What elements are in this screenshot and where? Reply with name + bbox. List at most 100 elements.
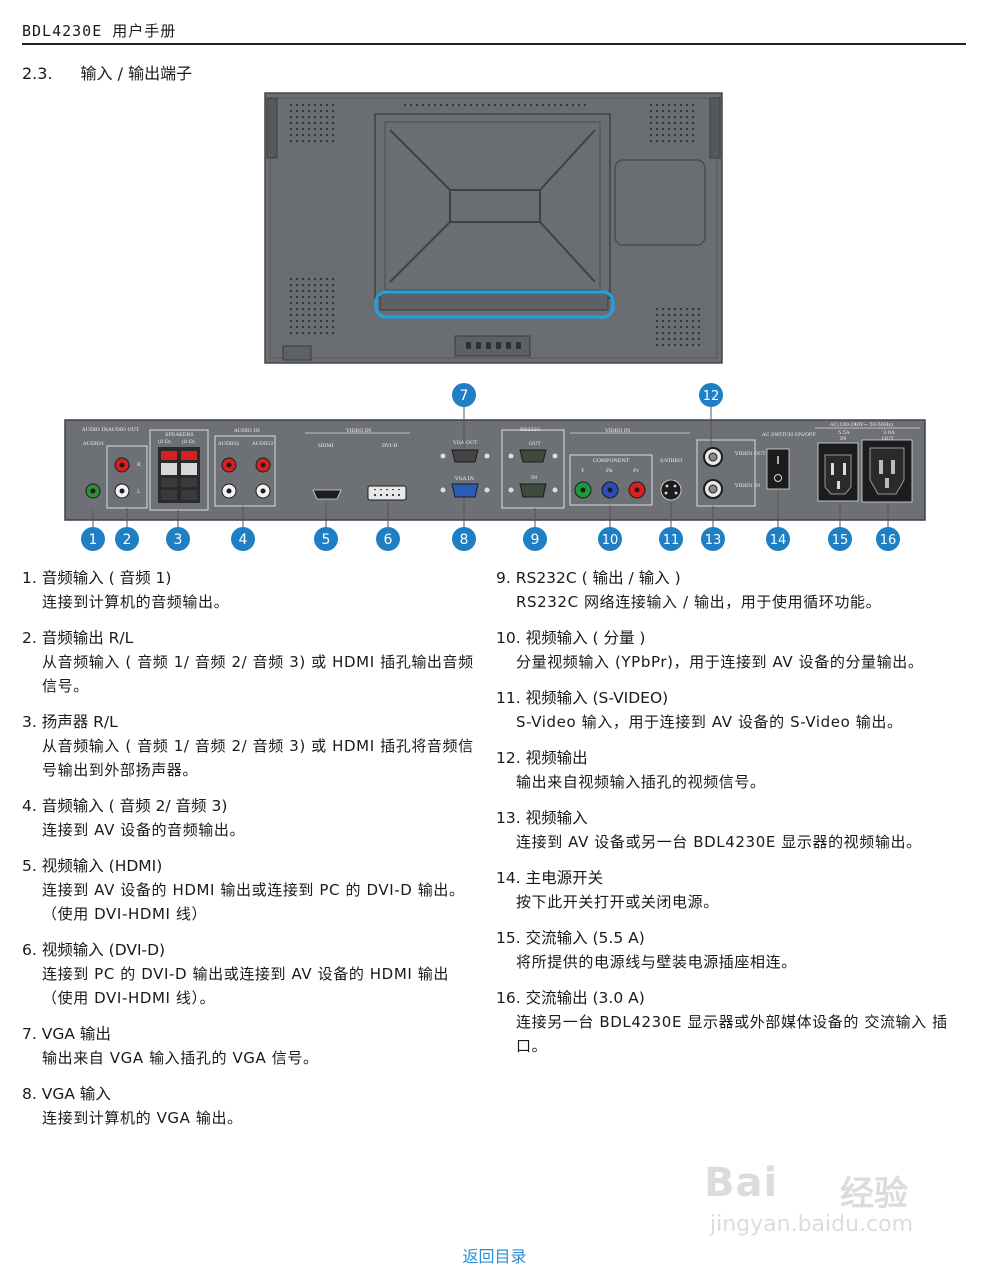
item-title: 7. VGA 输出: [22, 1025, 111, 1043]
list-item: 11. 视频输入 (S-VIDEO) S-Video 输入，用于连接到 AV 设备…: [496, 686, 966, 734]
callout-15-label: 15: [832, 533, 849, 548]
item-title: 15. 交流输入 (5.5 A): [496, 929, 645, 947]
callout-13-label: 13: [705, 533, 722, 548]
label-vga-in: VGA IN: [454, 476, 475, 482]
terminal-list-right: 9. RS232C ( 输出 / 输入 )RS232C 网络连接输入 / 输出，…: [496, 566, 966, 1070]
label-l: L: [137, 489, 141, 495]
jack-audio1: [85, 483, 101, 499]
ac-out-socket: [861, 439, 913, 503]
item-description: 连接到 AV 设备或另一台 BDL4230E 显示器的视频输出。: [516, 833, 922, 851]
callout-16: 16: [876, 527, 900, 551]
item-description: 分量视频输入 (YPbPr)，用于连接到 AV 设备的分量输出。: [516, 653, 924, 671]
callout-8: 8: [452, 527, 476, 551]
item-description: 按下此开关打开或关闭电源。: [516, 893, 719, 911]
watermark-brand-cn: 经验: [840, 1174, 908, 1214]
callout-8-label: 8: [460, 532, 469, 548]
item-title: 4. 音频输入 ( 音频 2/ 音频 3): [22, 797, 228, 815]
callout-12-label: 12: [703, 389, 720, 404]
label-audio3: AUDIO3: [251, 441, 273, 447]
jack-audio2-3: [221, 457, 271, 499]
list-item: 5. 视频输入 (HDMI) 连接到 AV 设备的 HDMI 输出或连接到 PC …: [22, 854, 482, 926]
label-ac-out: OUT: [882, 436, 894, 442]
label-ac-switch: AC SWITCH ON/OFF: [761, 432, 816, 438]
item-description: S-Video 输入，用于连接到 AV 设备的 S-Video 输出。: [516, 713, 903, 731]
callout-9-label: 9: [531, 532, 540, 548]
callout-12: 12: [699, 383, 723, 407]
list-item: 14. 主电源开关按下此开关打开或关闭电源。: [496, 866, 966, 914]
label-amp-in: 5.5A: [838, 430, 850, 436]
callout-5: 5: [314, 527, 338, 551]
label-video-in-3: VIDEO IN: [734, 483, 761, 489]
io-terminals-figure: AUDIO IN AUDIO OUT AUDIO1 SPEAKERS (8 Ω)…: [64, 92, 926, 551]
list-item: 16. 交流输出 (3.0 A)连接另一台 BDL4230E 显示器或外部媒体设…: [496, 986, 966, 1058]
callout-1: 1: [81, 527, 105, 551]
list-item: 9. RS232C ( 输出 / 输入 )RS232C 网络连接输入 / 输出，…: [496, 566, 966, 614]
callout-13: 13: [701, 527, 725, 551]
baidu-jingyan-watermark: Bai 经验 jingyan.baidu.com: [690, 1160, 950, 1240]
label-ohm-l: (8 Ω): [158, 438, 171, 445]
section-number: 2.3.: [22, 64, 53, 83]
section-heading: 2.3. 输入 / 输出端子: [22, 60, 192, 84]
header-rule: [22, 43, 966, 45]
label-hdmi: HDMI: [318, 443, 333, 449]
callout-4: 4: [231, 527, 255, 551]
list-item: 8. VGA 输入连接到计算机的 VGA 输出。: [22, 1082, 482, 1130]
label-audio-out: AUDIO OUT: [107, 427, 140, 433]
item-description: 将所提供的电源线与壁装电源插座相连。: [516, 953, 797, 971]
callout-9: 9: [523, 527, 547, 551]
item-title: 1. 音频输入 ( 音频 1): [22, 569, 172, 587]
speaker-terminals: [158, 447, 200, 503]
item-title: 11. 视频输入 (S-VIDEO): [496, 689, 669, 707]
label-video-in: VIDEO IN: [345, 428, 372, 434]
watermark-url: jingyan.baidu.com: [710, 1212, 914, 1237]
label-audio-in-2: AUDIO IN: [233, 428, 260, 434]
item-title: 14. 主电源开关: [496, 869, 604, 887]
label-ac-in: IN: [840, 436, 847, 442]
label-dvid: DVI-D: [382, 443, 397, 449]
port-hdmi: [312, 489, 342, 500]
list-item: 15. 交流输入 (5.5 A) 将所提供的电源线与壁装电源插座相连。: [496, 926, 966, 974]
item-title: 12. 视频输出: [496, 749, 588, 767]
jack-component: [574, 481, 646, 499]
connector-panel: AUDIO IN AUDIO OUT AUDIO1 SPEAKERS (8 Ω)…: [64, 419, 926, 521]
watermark-brand: Bai: [704, 1160, 779, 1206]
list-item: 4. 音频输入 ( 音频 2/ 音频 3)连接到 AV 设备的音频输出。: [22, 794, 482, 842]
item-title: 8. VGA 输入: [22, 1085, 111, 1103]
item-description: 连接到 AV 设备的 HDMI 输出或连接到 PC 的 DVI-D 输出。 （使…: [42, 881, 465, 923]
item-title: 5. 视频输入 (HDMI): [22, 857, 163, 875]
callout-15: 15: [828, 527, 852, 551]
section-title: 输入 / 输出端子: [80, 64, 193, 83]
callout-7-label: 7: [460, 388, 469, 404]
label-rs232c: RS232C: [520, 427, 541, 433]
list-item: 1. 音频输入 ( 音频 1) 连接到计算机的音频输出。: [22, 566, 482, 614]
item-title: 6. 视频输入 (DVI-D): [22, 941, 166, 959]
label-r: R: [137, 462, 141, 468]
jack-video-out-in: [703, 447, 723, 499]
back-to-contents-link[interactable]: 返回目录: [462, 1247, 527, 1266]
callout-markers: 1 2 3 4 5 6 7 8 9 10 11 12 13 14 15 16: [81, 383, 900, 551]
item-title: 10. 视频输入 ( 分量 ): [496, 629, 646, 647]
item-title: 3. 扬声器 R/L: [22, 713, 118, 731]
callout-2: 2: [115, 527, 139, 551]
callout-11: 11: [659, 527, 683, 551]
callout-3-label: 3: [174, 532, 183, 548]
item-description: 连接到计算机的音频输出。: [42, 593, 230, 611]
item-description: 连接到计算机的 VGA 输出。: [42, 1109, 243, 1127]
label-audio1: AUDIO1: [82, 441, 104, 447]
list-item: 7. VGA 输出输出来自 VGA 输入插孔的 VGA 信号。: [22, 1022, 482, 1070]
item-description: RS232C 网络连接输入 / 输出，用于使用循环功能。: [516, 593, 882, 611]
label-ac-rating: AC(100-240V~ 50-50Hz): [829, 421, 893, 428]
label-video-in-2: VIDEO IN: [604, 428, 631, 434]
callout-6: 6: [376, 527, 400, 551]
document-header: BDL4230E 用户手册: [22, 22, 177, 40]
callout-2-label: 2: [123, 532, 132, 548]
label-vga-out: VGA OUT: [452, 440, 478, 446]
callout-7: 7: [452, 383, 476, 407]
label-audio2: AUDIO2: [217, 441, 239, 447]
label-video-out: VIDEO OUT: [734, 451, 766, 457]
port-svideo: [660, 479, 682, 501]
item-title: 13. 视频输入: [496, 809, 588, 827]
power-switch: [766, 448, 790, 490]
